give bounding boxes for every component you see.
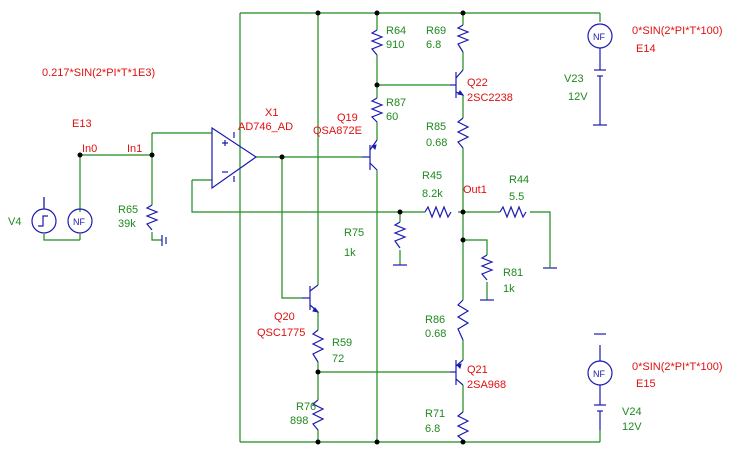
resistor-symbols xyxy=(145,24,527,441)
q20-name: Q20 xyxy=(274,311,295,323)
r69-name: R69 xyxy=(426,25,446,37)
e14-name: E14 xyxy=(636,43,656,55)
junction-dots xyxy=(77,10,466,445)
v24-value: 12V xyxy=(622,421,642,433)
q22-symbol xyxy=(450,69,465,98)
r75-name: R75 xyxy=(344,227,364,239)
r75-symbol xyxy=(393,221,407,249)
q20-symbol xyxy=(302,284,320,313)
r65-name: R65 xyxy=(118,204,138,216)
r81-name: R81 xyxy=(503,267,523,279)
r76-value: 898 xyxy=(290,415,308,427)
e13-nf-source-symbol xyxy=(67,208,93,234)
node-out1: Out1 xyxy=(463,184,487,196)
r69-symbol xyxy=(456,24,470,53)
v24-label: V24 xyxy=(622,406,642,418)
q21-symbol xyxy=(450,359,464,386)
e15-expression: 0*SIN(2*PI*T*100) xyxy=(632,361,723,373)
r65-value: 39k xyxy=(118,218,136,230)
r86-name: R86 xyxy=(425,314,445,326)
r87-name: R87 xyxy=(386,97,406,109)
r87-value: 60 xyxy=(386,111,398,123)
r86-symbol xyxy=(456,299,470,341)
q19-part: QSA872E xyxy=(313,125,362,137)
q19-symbol xyxy=(362,139,378,171)
r65-symbol xyxy=(145,204,159,231)
r64-symbol xyxy=(370,29,384,56)
r71-symbol xyxy=(456,411,470,441)
q19-name: Q19 xyxy=(337,112,358,124)
opamp-name: X1 xyxy=(265,107,278,119)
v23-value: 12V xyxy=(568,91,588,103)
e14-nf-label: NF xyxy=(593,32,605,42)
v4-source-symbol xyxy=(31,197,57,234)
r45-symbol xyxy=(424,205,452,219)
r85-value: 0.68 xyxy=(426,137,447,149)
q20-part: QSC1775 xyxy=(257,327,305,339)
r69-value: 6.8 xyxy=(426,39,441,51)
r87-symbol xyxy=(370,97,384,123)
r44-symbol xyxy=(499,205,527,219)
r81-value: 1k xyxy=(503,283,515,295)
r76-name: R76 xyxy=(296,401,316,413)
e14-expression: 0*SIN(2*PI*T*100) xyxy=(632,25,723,37)
r64-name: R64 xyxy=(386,25,406,37)
r81-symbol xyxy=(480,254,494,281)
ground-symbols xyxy=(161,235,557,301)
e14-nf-source-symbol xyxy=(587,23,613,60)
v23-label: V23 xyxy=(564,73,584,85)
v24-battery-symbol xyxy=(594,385,606,430)
r75-value: 1k xyxy=(344,247,356,259)
r59-symbol xyxy=(311,329,325,363)
r59-name: R59 xyxy=(332,337,352,349)
opamp-part: AD746_AD xyxy=(238,121,293,133)
q21-name: Q21 xyxy=(467,364,488,376)
node-in1: In1 xyxy=(127,143,142,155)
r85-name: R85 xyxy=(426,121,446,133)
r71-name: R71 xyxy=(425,408,445,420)
r44-value: 5.5 xyxy=(509,191,524,203)
q21-part: 2SA968 xyxy=(467,379,506,391)
e13-nf-label: NF xyxy=(73,217,85,227)
r76-symbol xyxy=(311,399,325,431)
e15-name: E15 xyxy=(636,378,656,390)
q22-part: 2SC2238 xyxy=(467,92,513,104)
wires xyxy=(43,12,601,443)
opamp-symbol xyxy=(211,126,258,190)
r45-value: 8.2k xyxy=(422,188,443,200)
r86-value: 0.68 xyxy=(425,328,446,340)
r64-value: 910 xyxy=(386,39,404,51)
e13-name: E13 xyxy=(72,118,92,130)
r59-value: 72 xyxy=(332,353,344,365)
r44-name: R44 xyxy=(509,174,529,186)
r85-symbol xyxy=(456,117,470,149)
v23-battery-symbol xyxy=(593,60,607,126)
q22-name: Q22 xyxy=(467,77,488,89)
e15-nf-label: NF xyxy=(593,369,605,379)
node-in0: In0 xyxy=(82,143,97,155)
e13-expression: 0.217*SIN(2*PI*T*1E3) xyxy=(42,67,155,79)
r71-value: 6.8 xyxy=(425,423,440,435)
v4-label: V4 xyxy=(8,216,21,228)
r45-name: R45 xyxy=(422,170,442,182)
